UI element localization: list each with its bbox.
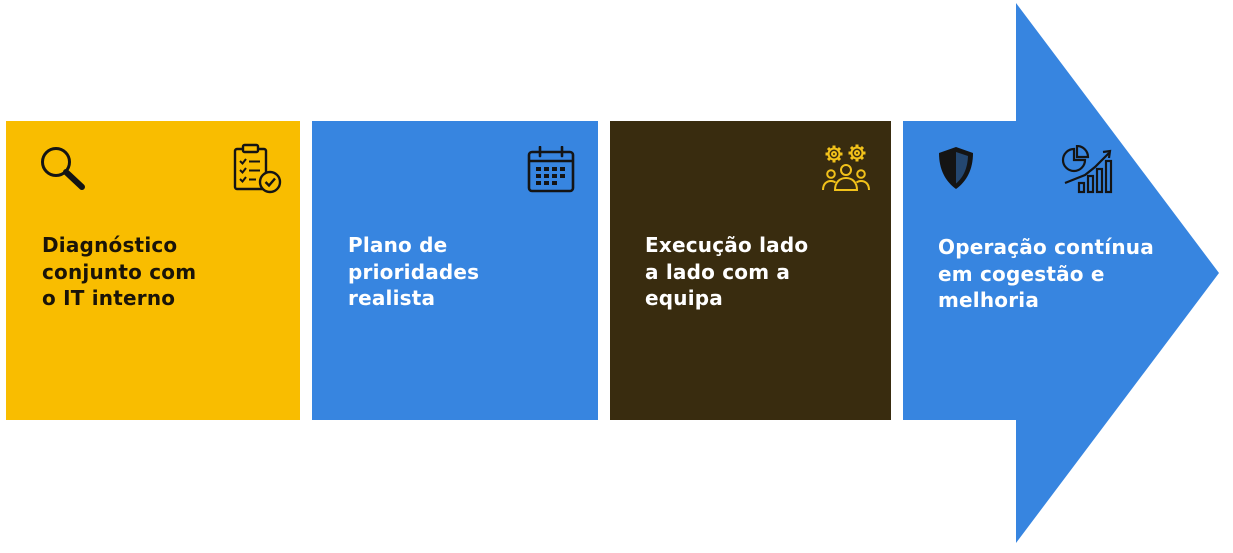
magnifier-icon: [41, 147, 85, 190]
step-label: Execução lado a lado com a equipa: [645, 233, 809, 310]
pie-growth-chart-icon: [1061, 145, 1113, 194]
shield-icon: [939, 147, 973, 189]
step-label: Plano de prioridades realista: [348, 233, 480, 310]
team-gears-icon: [822, 144, 870, 191]
step-plano: Plano de prioridades realista: [312, 121, 598, 420]
step-label: Diagnóstico conjunto com o IT interno: [42, 233, 197, 310]
clipboard-check-icon: [233, 143, 282, 194]
step-execucao: Execução lado a lado com a equipa: [610, 121, 891, 420]
arrow-shape: [903, 3, 1219, 543]
step-operacao-arrow: Operação contínua em cogestão e melhoria: [903, 3, 1219, 543]
step-label: Operação contínua em cogestão e melhoria: [938, 235, 1154, 312]
calendar-icon: [527, 146, 575, 193]
step-diagnostico: Diagnóstico conjunto com o IT interno: [6, 121, 300, 420]
